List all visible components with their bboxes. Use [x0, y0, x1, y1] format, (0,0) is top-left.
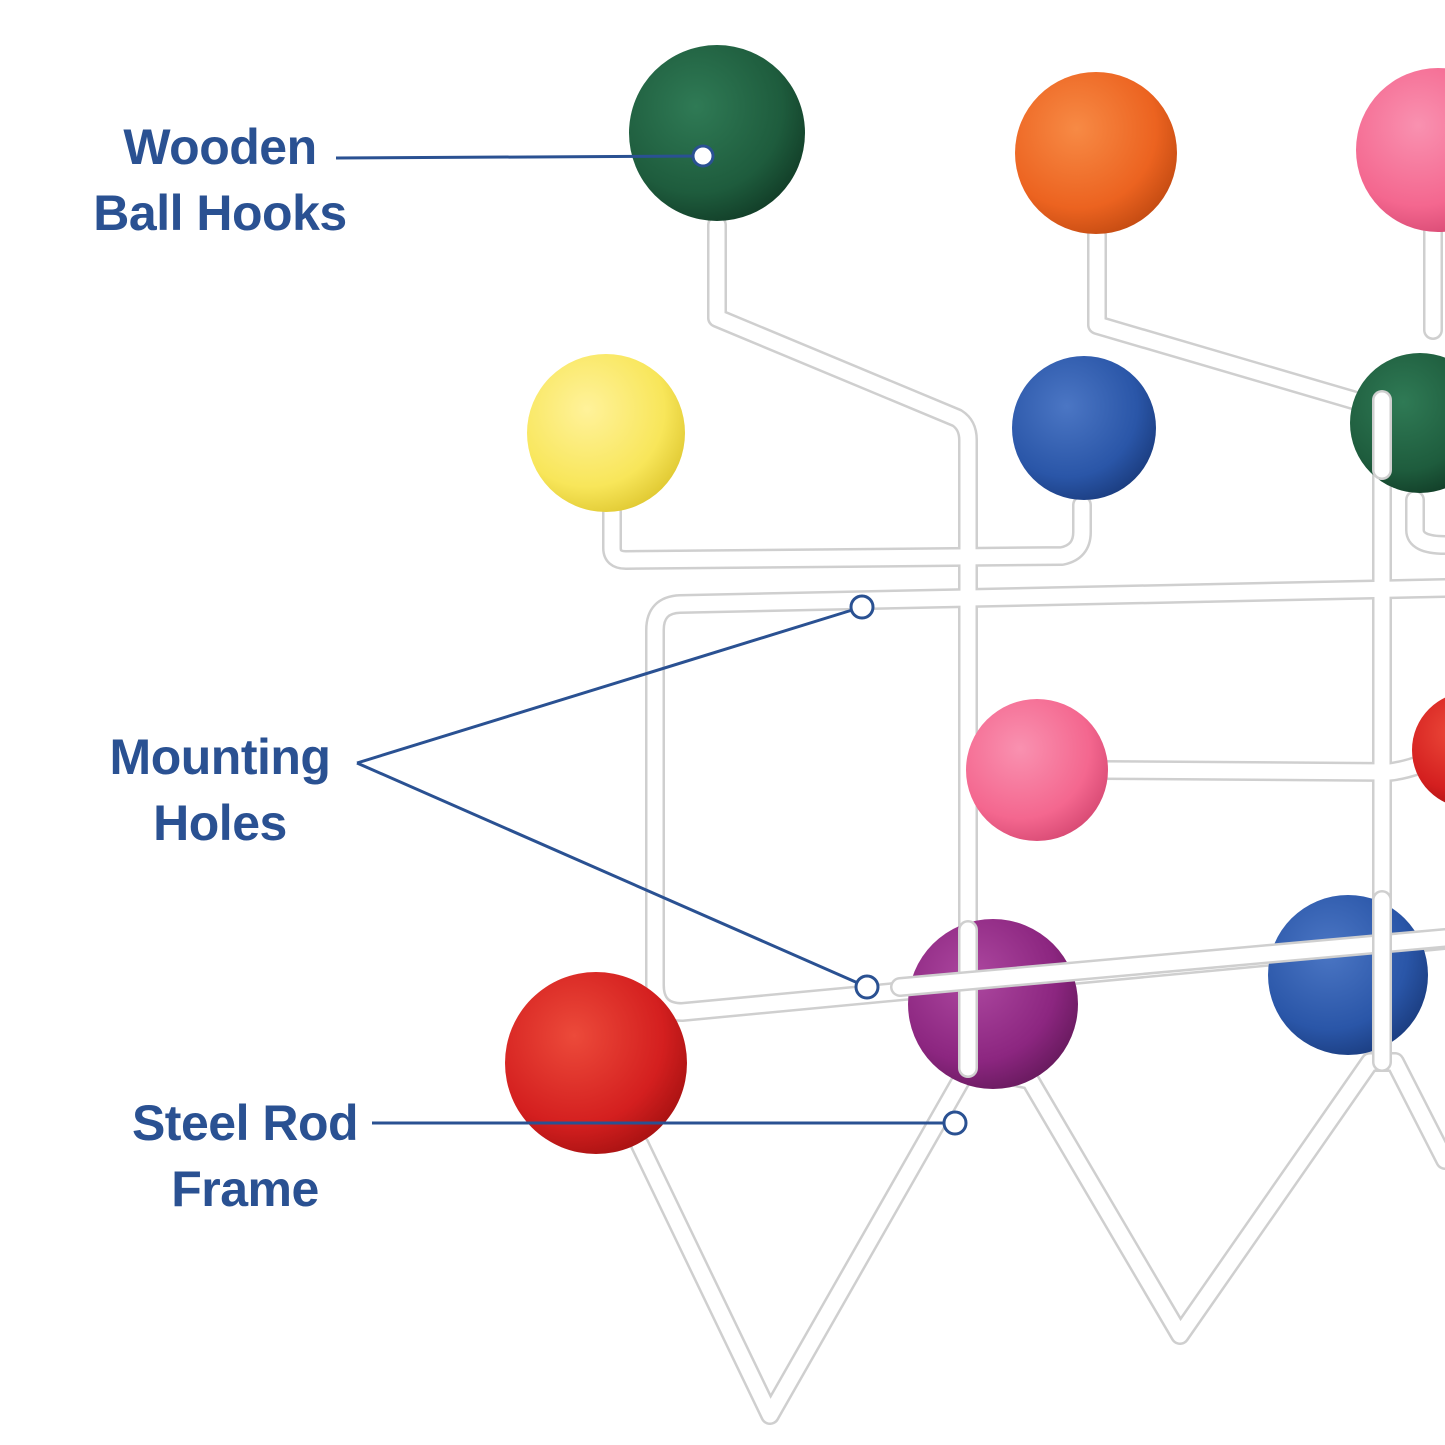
- blue-ball-middle: [1012, 356, 1156, 500]
- orange-ball-top: [1015, 72, 1177, 234]
- wooden-ball-hooks: [505, 45, 1445, 1154]
- mounting-holes-label-line1: Mounting: [109, 729, 331, 785]
- front-rods: [890, 390, 1445, 1078]
- callout-dot-frame: [942, 1110, 968, 1136]
- steel-rod-frame-label-line1: Steel Rod: [131, 1095, 359, 1151]
- callout-dots: [691, 144, 968, 1136]
- purple-ball: [908, 919, 1078, 1089]
- red-ball-right: [1412, 697, 1445, 803]
- steel-rod-frame-label: Steel Rod Frame: [100, 1090, 390, 1222]
- leader-lines: [335, 154, 955, 1125]
- leader-line-holes-bottom: [356, 761, 868, 989]
- wooden-ball-hooks-label-line1: Wooden: [123, 119, 317, 175]
- steel-rod-frame-label-line2: Frame: [171, 1161, 319, 1217]
- pink-ball-middle: [966, 699, 1108, 841]
- mounting-holes-label-line2: Holes: [153, 795, 287, 851]
- callout-dot-hole-bottom: [854, 974, 880, 1000]
- green-ball-right: [1350, 353, 1445, 493]
- yellow-ball: [527, 354, 685, 512]
- callout-dot-ball: [691, 144, 715, 168]
- leader-line-holes-top: [356, 605, 863, 765]
- callout-dot-hole-top: [849, 594, 875, 620]
- wooden-ball-hooks-label-line2: Ball Hooks: [93, 185, 347, 241]
- blue-ball-bottom: [1268, 895, 1428, 1055]
- wooden-ball-hooks-label: Wooden Ball Hooks: [70, 114, 370, 246]
- leader-line-ball-hooks: [335, 154, 704, 160]
- pink-ball-top-right: [1356, 68, 1445, 232]
- red-ball-bottom: [505, 972, 687, 1154]
- mounting-holes-label: Mounting Holes: [80, 724, 360, 856]
- green-ball-top: [629, 45, 805, 221]
